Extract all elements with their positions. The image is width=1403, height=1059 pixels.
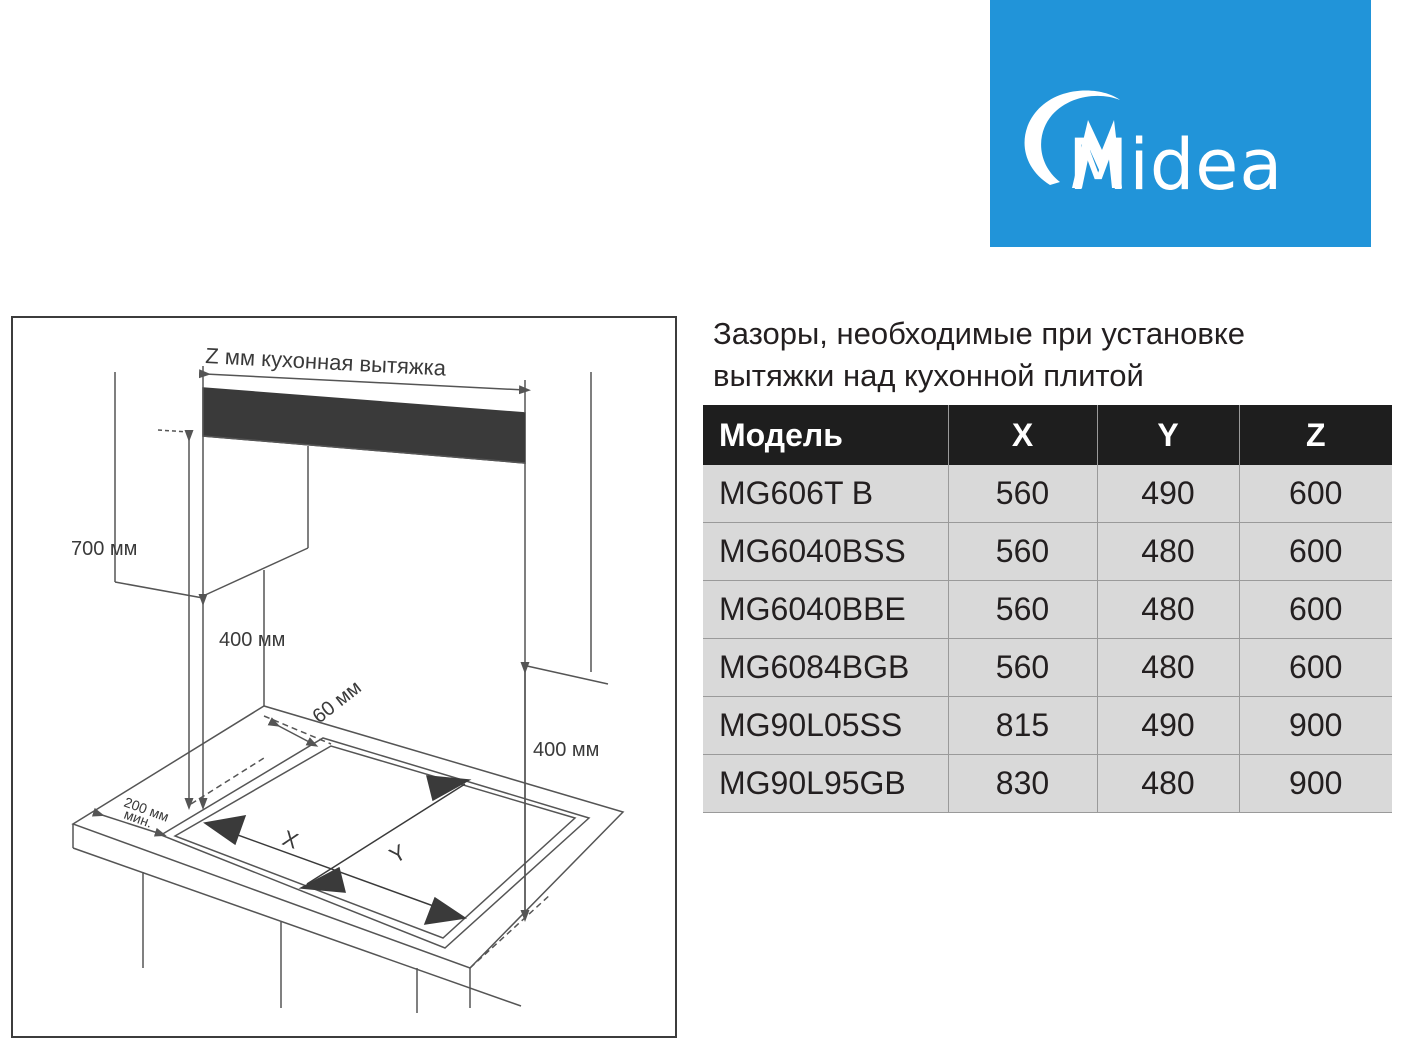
col-header-model: Модель xyxy=(703,405,949,465)
label-400-right: 400 мм xyxy=(533,739,599,761)
cell-y: 480 xyxy=(1097,580,1240,639)
clearance-table: Модель X Y Z MG606T B 560 490 600 MG6040… xyxy=(703,405,1392,813)
brand-name: Midea xyxy=(1068,124,1284,206)
installation-diagram: Z мм кухонная вытяжка 700 мм 400 мм 400 … xyxy=(11,316,677,1038)
cell-y: 490 xyxy=(1097,696,1240,755)
table-row: MG6040BBE 560 480 600 xyxy=(703,580,1392,639)
cell-y: 480 xyxy=(1097,754,1240,813)
cell-model: MG6040BBE xyxy=(703,580,949,639)
title-line-2: вытяжки над кухонной плитой xyxy=(713,358,1144,393)
table-row: MG6084BGB 560 480 600 xyxy=(703,638,1392,697)
cell-x: 815 xyxy=(948,696,1098,755)
table-row: MG90L05SS 815 490 900 xyxy=(703,696,1392,755)
cell-x: 560 xyxy=(948,638,1098,697)
table-row: MG606T B 560 490 600 xyxy=(703,465,1392,523)
col-header-x: X xyxy=(948,405,1098,465)
cell-x: 560 xyxy=(948,580,1098,639)
label-y: Y xyxy=(385,839,410,868)
cell-y: 490 xyxy=(1097,465,1240,523)
table-header-row: Модель X Y Z xyxy=(703,405,1392,465)
col-header-z: Z xyxy=(1239,405,1392,465)
midea-logo: Midea xyxy=(990,0,1371,247)
label-x: X xyxy=(279,825,302,854)
hood-width-label: Z мм кухонная вытяжка xyxy=(205,343,448,381)
title-line-1: Зазоры, необходимые при установке xyxy=(713,316,1246,351)
cell-y: 480 xyxy=(1097,522,1240,581)
installation-drawing: Z мм кухонная вытяжка 700 мм 400 мм 400 … xyxy=(71,343,625,1013)
cell-model: MG90L95GB xyxy=(703,754,949,813)
cell-y: 480 xyxy=(1097,638,1240,697)
cell-z: 900 xyxy=(1239,754,1392,813)
cell-z: 600 xyxy=(1239,580,1392,639)
label-400-left: 400 мм xyxy=(219,629,285,651)
cell-model: MG606T B xyxy=(703,465,949,523)
cell-z: 600 xyxy=(1239,638,1392,697)
table-row: MG6040BSS 560 480 600 xyxy=(703,522,1392,581)
cell-z: 900 xyxy=(1239,696,1392,755)
label-700: 700 мм xyxy=(71,538,137,560)
cell-z: 600 xyxy=(1239,465,1392,523)
label-60: 60 мм xyxy=(309,677,366,728)
table-row: MG90L95GB 830 480 900 xyxy=(703,754,1392,813)
cell-x: 560 xyxy=(948,522,1098,581)
cell-model: MG6040BSS xyxy=(703,522,949,581)
cell-z: 600 xyxy=(1239,522,1392,581)
cell-x: 560 xyxy=(948,465,1098,523)
cell-model: MG90L05SS xyxy=(703,696,949,755)
page-title: Зазоры, необходимые при установке вытяжк… xyxy=(713,313,1393,397)
midea-logo-swoosh-icon xyxy=(1024,90,1122,188)
cell-x: 830 xyxy=(948,754,1098,813)
cell-model: MG6084BGB xyxy=(703,638,949,697)
col-header-y: Y xyxy=(1097,405,1240,465)
